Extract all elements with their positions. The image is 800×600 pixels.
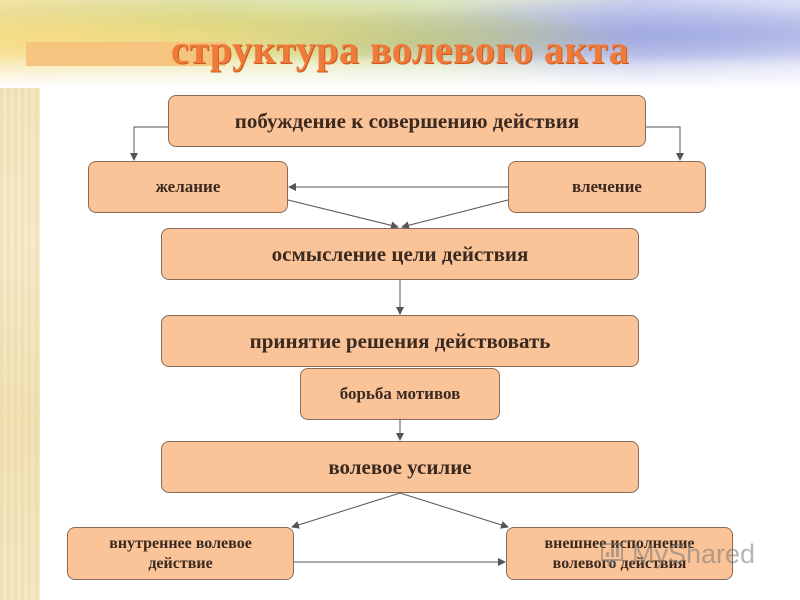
arrow-effort-to-internal <box>291 492 401 529</box>
node-decision: принятие решения действовать <box>161 315 639 367</box>
node-motives-label: борьба мотивов <box>339 384 461 403</box>
node-goal-comprehension: осмысление цели действия <box>161 228 639 280</box>
watermark-text: MyShared <box>632 538 756 569</box>
node-goal-label: осмысление цели действия <box>271 241 529 266</box>
node-effort-label: волевое усилие <box>328 454 472 479</box>
node-impulse: побуждение к совершению действия <box>168 95 646 147</box>
presentation-board-icon <box>600 541 626 567</box>
arrow-effort-to-external <box>399 492 509 529</box>
arrow-drive-to-goal <box>401 199 509 230</box>
left-decorative-strip <box>0 0 40 600</box>
watermark: MyShared <box>600 536 770 572</box>
node-impulse-label: побуждение к совершению действия <box>234 108 580 133</box>
arrow-impulse-to-drive <box>646 126 684 161</box>
node-drive-label: влечение <box>572 177 642 196</box>
arrow-desire-to-goal <box>287 199 399 230</box>
node-drive: влечение <box>508 161 706 213</box>
title-accent-bar <box>26 42 226 66</box>
slide-title: структура волевого акта <box>170 27 630 72</box>
node-internal-line2: действие <box>148 554 213 572</box>
arrow-impulse-to-desire <box>130 126 168 161</box>
node-desire-label: желание <box>155 177 221 196</box>
node-desire: желание <box>88 161 288 213</box>
node-motive-struggle: борьба мотивов <box>300 368 500 420</box>
node-decision-label: принятие решения действовать <box>249 328 551 353</box>
node-internal-action: внутреннее волевое действие <box>67 527 294 580</box>
node-volitional-effort: волевое усилие <box>161 441 639 493</box>
node-external-line2: волевого действия <box>552 554 687 572</box>
node-internal-line1: внутреннее волевое <box>109 535 252 553</box>
